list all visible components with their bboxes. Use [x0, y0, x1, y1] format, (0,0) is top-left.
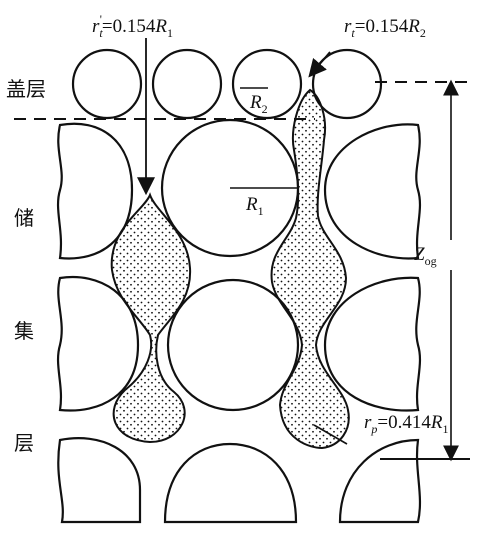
- reservoir-grain-right-1: [323, 123, 422, 260]
- reservoir-label-char-1: 储: [14, 206, 34, 230]
- rp-radius-line: [313, 424, 348, 445]
- pore-radius-label: rp=0.414R1: [364, 412, 448, 436]
- cap-grain-1: [71, 48, 143, 120]
- reservoir-grain-right-3: [338, 438, 422, 524]
- reservoir-grain-right-2: [323, 276, 422, 412]
- pore-fluid-right: [270, 88, 350, 450]
- reservoir-label-char-2: 集: [14, 319, 34, 343]
- z-og-label: Zog: [414, 244, 437, 268]
- throat-arrow: [308, 51, 331, 78]
- cap-layer-label: 盖层: [6, 77, 46, 101]
- cap-grain-3: [231, 48, 303, 120]
- reservoir-label-char-3: 层: [14, 431, 34, 455]
- pore-fluid-left: [110, 192, 192, 444]
- throat-prime-label: rt'=0.154R1: [92, 12, 173, 40]
- reservoir-grain-left-3: [57, 437, 142, 524]
- throat-label: rt=0.154R2: [344, 16, 426, 40]
- reservoir-grain-center-2: [166, 278, 300, 412]
- r1-label: R1: [245, 194, 264, 218]
- r2-label: R2: [249, 92, 268, 116]
- reservoir-grain-center-3: [163, 442, 298, 524]
- cap-grain-4: [311, 48, 383, 120]
- reservoir-grain-left-1: [56, 122, 134, 260]
- cap-grain-2: [151, 48, 223, 120]
